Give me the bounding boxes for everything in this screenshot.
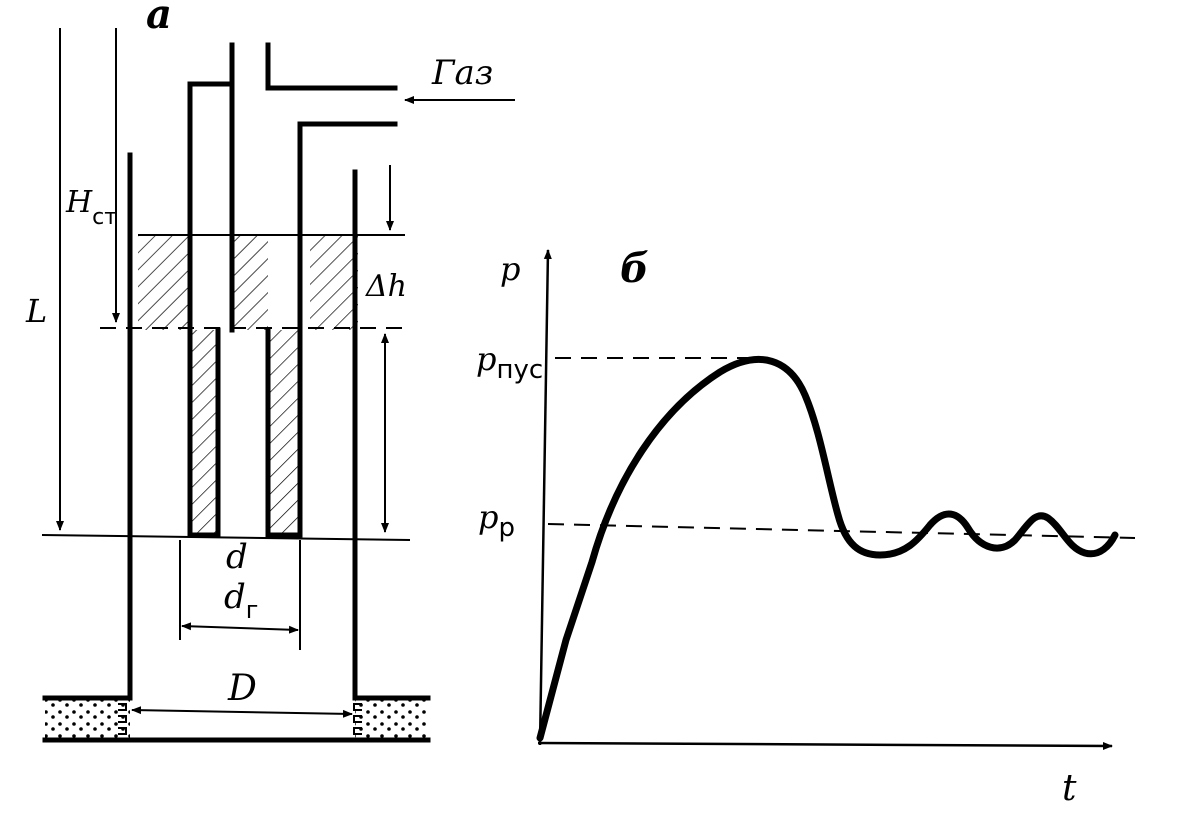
liquid-annulus-left-lower [190, 330, 218, 535]
perforation-right [353, 703, 362, 735]
liquid-inner-tube-above [232, 235, 268, 330]
p-start-subscript: пус [496, 355, 543, 385]
gas-label: Газ [431, 53, 493, 93]
liquid-outer-annulus-right [310, 235, 358, 330]
d-g-main: d [224, 577, 246, 617]
H-st-subscript: ст [92, 205, 117, 230]
d-g-subscript: г [246, 596, 259, 624]
lift-tube-right-wall [297, 121, 398, 538]
liquid-annulus-right-lower [268, 330, 300, 535]
shoe-level-line [41, 534, 411, 541]
delta-h-label: Δh [365, 269, 407, 304]
y-axis [538, 249, 552, 746]
p-work-subscript: р [498, 513, 515, 543]
liquid-outer-annulus-left [138, 235, 190, 330]
d-g-label: dг [224, 577, 258, 624]
pressure-curve [536, 355, 1119, 742]
L-label: L [25, 292, 47, 330]
p-start-label: pпус [476, 340, 543, 385]
porous-layer-left [45, 700, 130, 738]
y-axis-label: p [500, 250, 520, 288]
x-axis-label: t [1062, 768, 1077, 809]
p-work-main: p [478, 498, 498, 536]
panel-a-diagram: a Газ Hст L Δh d dг D [25, 0, 515, 743]
D-label: D [227, 668, 257, 709]
H-st-main: H [65, 185, 93, 220]
gas-tube-inner-right-wall [265, 42, 398, 91]
x-axis [537, 741, 1113, 750]
porous-layer-right [355, 700, 428, 738]
panel-b-label: б [620, 245, 649, 292]
panel-a-label: a [146, 0, 172, 38]
panel-b-plot: б p t pпус pр [476, 245, 1136, 809]
d-g-dimension-line [181, 622, 299, 634]
H-st-label: Hст [65, 185, 117, 230]
p-work-label: pр [478, 498, 515, 543]
D-dimension-line [131, 706, 353, 718]
perforation-left [118, 703, 127, 735]
p-start-main: p [476, 340, 496, 378]
d-label: d [226, 537, 248, 577]
